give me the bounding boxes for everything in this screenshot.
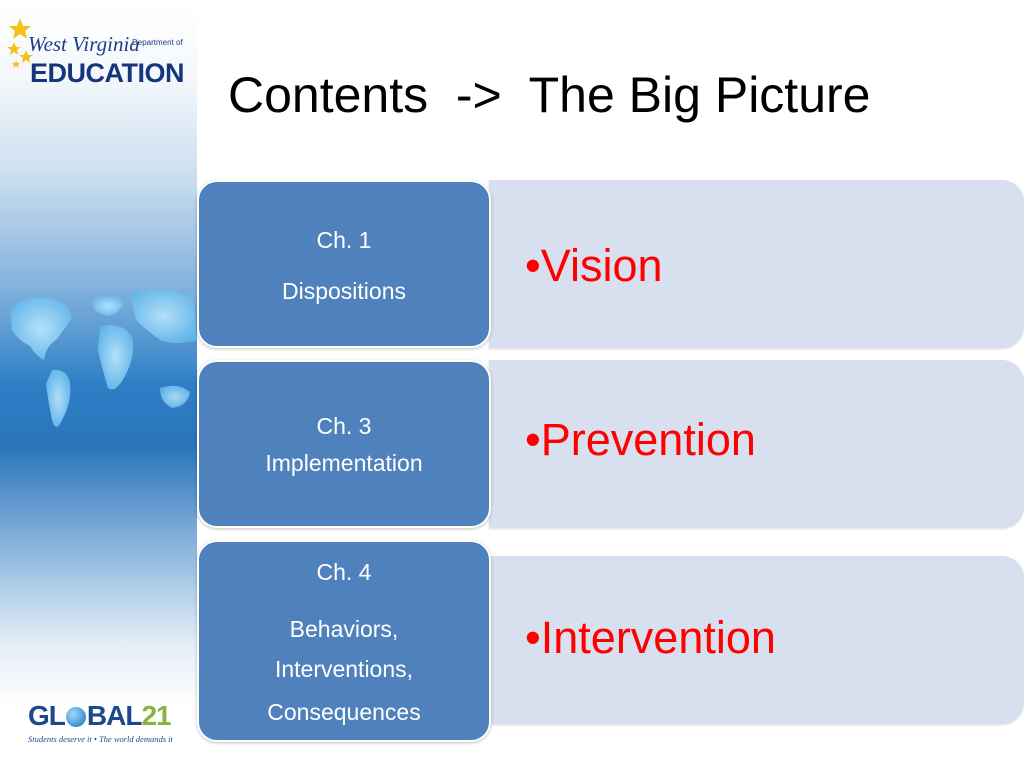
chapter-name-line: Consequences [267, 699, 421, 725]
content-row-1: Ch. 1 Dispositions •Vision [197, 180, 1024, 348]
bullet-text: •Prevention [525, 414, 756, 465]
bullet-band [489, 180, 1024, 348]
globe-icon [65, 707, 86, 727]
chapter-number: Ch. 3 [316, 413, 372, 439]
global-word-part2: BAL [86, 700, 143, 731]
bullet-text: •Vision [525, 240, 663, 291]
chapter-box: Ch. 3 Implementation [197, 360, 491, 528]
bullet-band [489, 360, 1024, 528]
wv-department-text: Department of [132, 38, 183, 47]
global-num: 21 [141, 700, 171, 731]
wv-education-text: EDUCATION [30, 58, 185, 88]
stars-icon [7, 18, 33, 68]
global21-logo: GL BAL21 Students deserve it • The world … [28, 700, 188, 750]
decorative-sidebar: West Virginia Department of EDUCATION GL… [0, 0, 197, 768]
wv-script-text: West Virginia [28, 32, 140, 56]
world-map-icon [10, 289, 197, 427]
chapter-box: Ch. 4 Behaviors, Interventions, Conseque… [197, 540, 491, 742]
chapter-name-line: Implementation [265, 450, 423, 476]
content-row-2: Ch. 3 Implementation •Prevention [197, 360, 1024, 528]
chapter-name-line: Behaviors, [289, 616, 399, 642]
global21-tagline: Students deserve it • The world demands … [28, 734, 173, 744]
chapter-number: Ch. 4 [316, 559, 372, 585]
content-row-3: Ch. 4 Behaviors, Interventions, Conseque… [197, 540, 1024, 742]
chapter-box: Ch. 1 Dispositions [197, 180, 491, 348]
chapter-name-line: Interventions, [274, 656, 414, 682]
wv-department-logo: West Virginia Department of EDUCATION [6, 14, 186, 88]
slide-title: Contents -> The Big Picture [228, 67, 871, 123]
global-word-part1: GL [28, 700, 66, 731]
bullet-band [489, 556, 1024, 724]
global21-wordmark: GL BAL21 [28, 700, 172, 732]
chapter-number: Ch. 1 [316, 227, 372, 253]
chapter-name-line: Dispositions [282, 278, 406, 304]
bullet-text: •Intervention [525, 612, 776, 663]
